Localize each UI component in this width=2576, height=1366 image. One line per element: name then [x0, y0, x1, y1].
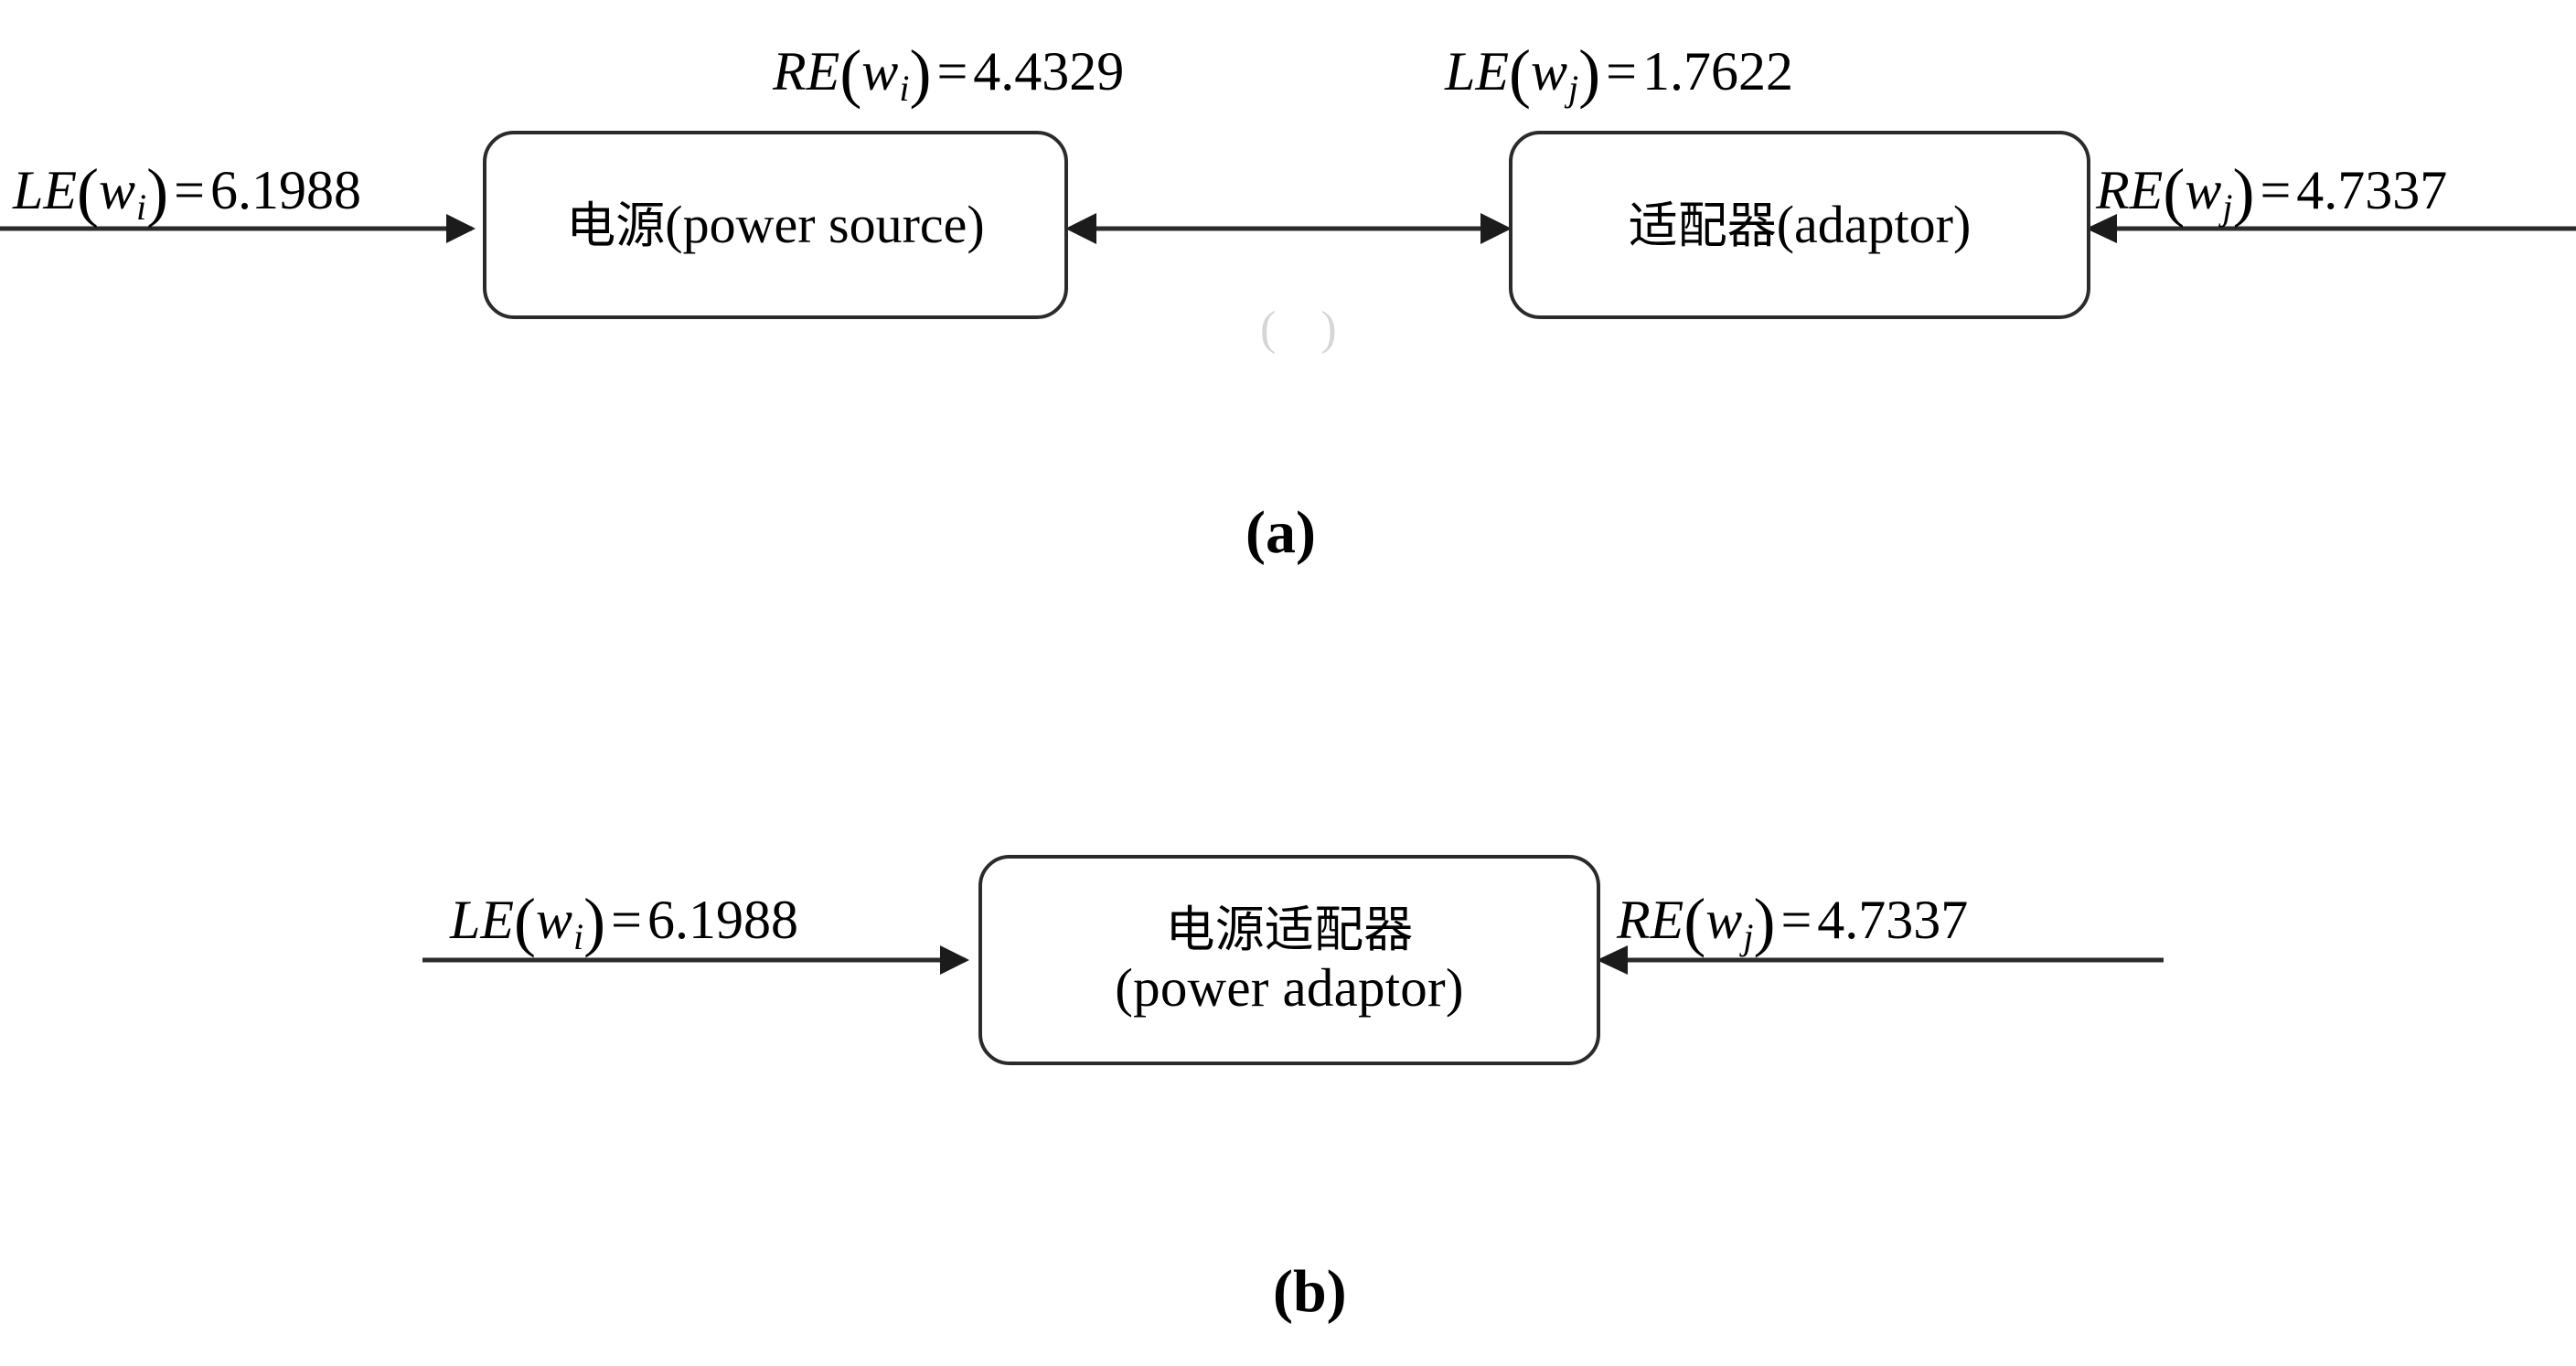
node-power-adaptor[interactable]: 电源适配器 (power adaptor) — [978, 855, 1600, 1065]
formula-open-paren: ( — [839, 37, 862, 110]
formula-open-paren: ( — [514, 885, 537, 958]
formula-le-wi-a: LE(wi)=6.1988 — [13, 154, 361, 226]
node-power-adaptor-latin: (power adaptor) — [1115, 957, 1464, 1019]
formula-equals: = — [2260, 160, 2292, 220]
formula-open-paren: ( — [77, 155, 100, 229]
caption-panel-a: (a) — [1245, 499, 1316, 566]
formula-subscript: j — [2222, 187, 2233, 228]
formula-close-paren: ) — [909, 37, 932, 110]
formula-fn: RE — [2096, 160, 2164, 220]
formula-value: 4.4329 — [973, 41, 1125, 101]
formula-le-wi-b: LE(wi)=6.1988 — [450, 883, 798, 955]
formula-equals: = — [1780, 890, 1812, 950]
formula-open-paren: ( — [1509, 37, 1532, 110]
formula-equals: = — [611, 890, 642, 950]
formula-re-wj-b: RE(wj)=4.7337 — [1617, 883, 1968, 955]
node-power-source[interactable]: 电源(power source) — [483, 131, 1068, 319]
node-power-source-label: 电源(power source) — [566, 194, 985, 255]
formula-var: w — [861, 41, 899, 101]
formula-close-paren: ) — [1753, 885, 1776, 958]
formula-close-paren: ) — [146, 155, 169, 229]
formula-close-paren: ) — [583, 885, 606, 958]
formula-var: w — [2185, 160, 2222, 220]
node-adaptor-label: 适配器(adaptor) — [1628, 194, 1972, 255]
formula-equals: = — [174, 160, 205, 220]
node-adaptor-latin: (adaptor) — [1776, 194, 1972, 254]
formula-value: 6.1988 — [647, 890, 798, 950]
arrow-incoming-right-b — [1597, 945, 2164, 975]
scan-artifact: ( ) — [1260, 303, 1353, 355]
formula-close-paren: ) — [2232, 155, 2255, 229]
formula-close-paren: ) — [1578, 37, 1601, 110]
formula-le-wj-a: LE(wj)=1.7622 — [1445, 35, 1793, 107]
node-power-adaptor-cjk: 电源适配器 — [1165, 900, 1414, 958]
formula-var: w — [1705, 890, 1743, 950]
formula-value: 1.7622 — [1642, 41, 1793, 101]
formula-var: w — [99, 160, 136, 220]
formula-equals: = — [1606, 41, 1637, 101]
formula-subscript: j — [1743, 916, 1754, 957]
caption-panel-b: (b) — [1273, 1258, 1347, 1325]
formula-fn: LE — [450, 890, 515, 950]
formula-fn: RE — [773, 41, 840, 101]
node-adaptor[interactable]: 适配器(adaptor) — [1509, 131, 2090, 319]
node-adaptor-cjk: 适配器 — [1628, 196, 1777, 254]
formula-subscript: i — [136, 187, 147, 228]
formula-equals: = — [936, 41, 968, 101]
formula-value: 6.1988 — [210, 160, 361, 220]
arrow-between-nodes-a — [1065, 213, 1512, 244]
arrow-incoming-left-a — [0, 214, 476, 243]
formula-re-wi-a: RE(wi)=4.4329 — [773, 35, 1124, 107]
formula-open-paren: ( — [1683, 885, 1706, 958]
formula-re-wj-a: RE(wj)=4.7337 — [2096, 154, 2447, 226]
node-power-source-latin: (power source) — [665, 194, 985, 254]
formula-value: 4.7337 — [2296, 160, 2448, 220]
formula-var: w — [536, 890, 573, 950]
formula-fn: LE — [1445, 41, 1510, 101]
formula-fn: LE — [13, 160, 78, 220]
arrow-incoming-left-b — [422, 945, 969, 975]
formula-fn: RE — [1617, 890, 1684, 950]
formula-open-paren: ( — [2163, 155, 2186, 229]
arrow-incoming-right-a — [2086, 214, 2576, 243]
node-power-source-cjk: 电源 — [566, 196, 666, 254]
formula-subscript: i — [573, 916, 584, 957]
formula-value: 4.7337 — [1817, 890, 1969, 950]
formula-subscript: j — [1568, 68, 1579, 109]
formula-subscript: i — [899, 68, 910, 109]
formula-var: w — [1531, 41, 1568, 101]
